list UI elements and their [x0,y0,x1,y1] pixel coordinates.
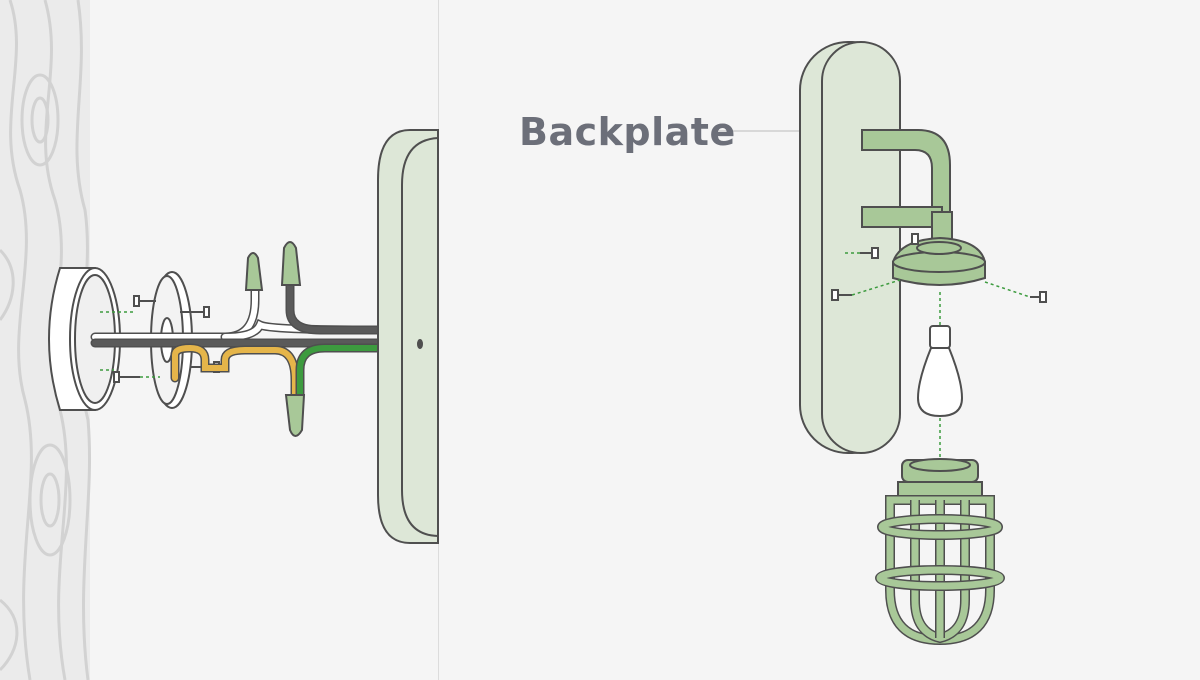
wire-nuts [244,241,306,437]
alignment-guides-right [845,252,1031,458]
backplate [799,41,901,454]
yellow-wire [170,343,300,400]
screws-right [831,233,1047,303]
canopy [892,236,986,286]
alignment-guides [100,311,160,378]
wiring-step [48,129,439,544]
edison-bulb [916,325,964,418]
ground-wire [295,343,383,400]
backplate-side-view [377,129,439,544]
wires [90,280,383,400]
cage-shade [875,458,1005,646]
backplate-label: Backplate [519,110,736,154]
fixture-step [799,41,1047,646]
